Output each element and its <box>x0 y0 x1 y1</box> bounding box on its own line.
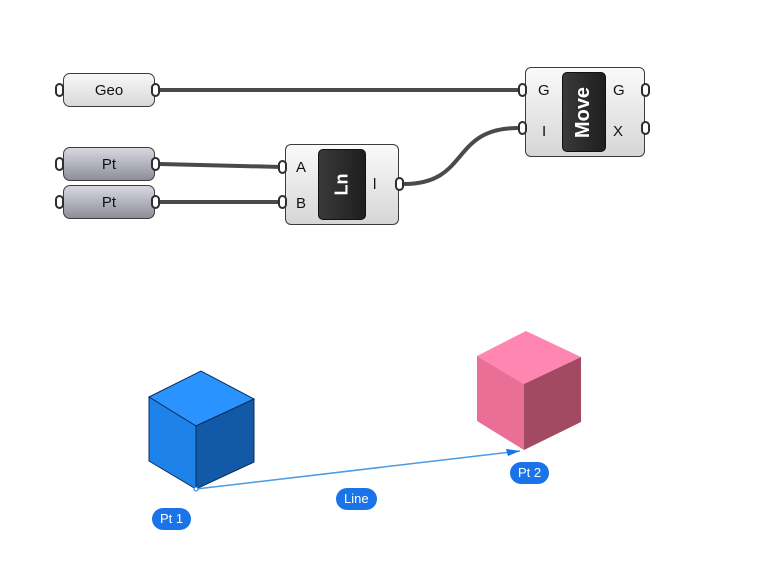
blue-cube-right <box>195 398 255 490</box>
move-component-core[interactable]: Move <box>562 72 606 152</box>
wire-ln-to-move <box>403 126 519 186</box>
geo-param-label: Geo <box>94 81 124 99</box>
move-input-i[interactable]: I <box>542 123 547 140</box>
move-output-g[interactable]: G <box>613 82 625 99</box>
move-output-x[interactable]: X <box>613 123 624 140</box>
line-component[interactable]: A B Ln l <box>285 144 399 225</box>
move-output-g-grip[interactable] <box>641 83 650 97</box>
pink-cube-left <box>477 356 524 450</box>
move-output-x-grip[interactable] <box>641 121 650 135</box>
line-input-b[interactable]: B <box>296 195 307 212</box>
geo-param-output-grip[interactable] <box>151 83 160 97</box>
blue-cube <box>147 370 256 490</box>
pink-cube-right <box>524 357 581 450</box>
pt1-marker <box>193 486 199 492</box>
pt-param-b-input-grip[interactable] <box>55 195 64 209</box>
line-component-core[interactable]: Ln <box>318 149 366 220</box>
pt-param-a[interactable]: Pt <box>63 147 155 181</box>
move-component[interactable]: G I Move G X <box>525 67 645 157</box>
geo-param-input-grip[interactable] <box>55 83 64 97</box>
pt2-label: Pt 2 <box>510 462 550 484</box>
pt-param-a-output-grip[interactable] <box>151 157 160 171</box>
pt-param-b-output-grip[interactable] <box>151 195 160 209</box>
pt-param-b-label: Pt <box>101 193 117 211</box>
line-output-grip[interactable] <box>395 177 404 191</box>
line-label: Line <box>336 488 377 510</box>
line-input-b-grip[interactable] <box>278 195 287 209</box>
move-input-g-grip[interactable] <box>518 83 527 97</box>
move-input-g[interactable]: G <box>538 82 550 99</box>
pt-param-a-label: Pt <box>101 155 117 173</box>
geo-param[interactable]: Geo <box>63 73 155 107</box>
line-component-name: Ln <box>331 173 352 196</box>
pink-cube-top <box>477 331 581 384</box>
line-input-a[interactable]: A <box>296 159 307 176</box>
line-arrowhead <box>506 449 520 456</box>
line-input-a-grip[interactable] <box>278 160 287 174</box>
pt-param-b[interactable]: Pt <box>63 185 155 219</box>
line-pt1-to-pt2 <box>195 450 521 490</box>
move-component-name: Move <box>572 86 595 138</box>
move-input-i-grip[interactable] <box>518 121 527 135</box>
wire-pt-to-a <box>159 162 283 169</box>
pt1-label: Pt 1 <box>152 508 192 530</box>
pink-cube <box>477 331 581 450</box>
line-output-l[interactable]: l <box>373 176 377 193</box>
pt-param-a-input-grip[interactable] <box>55 157 64 171</box>
